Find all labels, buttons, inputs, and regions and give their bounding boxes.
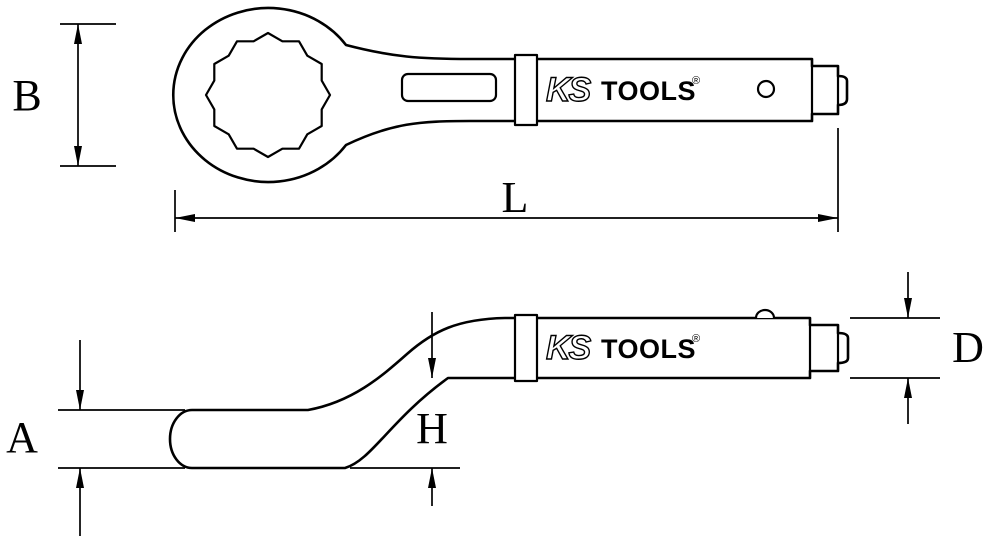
dimension-b: B <box>12 23 116 167</box>
brand-text-tools-side: TOOLS <box>601 334 696 364</box>
pin-hole <box>756 79 776 99</box>
brand-text-ks: KS <box>546 71 592 109</box>
locking-pin-bump <box>754 308 776 319</box>
handle-collar-top-view <box>513 53 539 127</box>
dim-d-label: D <box>952 323 984 372</box>
brand-registered-icon: ® <box>692 75 700 87</box>
top-view: KS TOOLS ® <box>171 6 849 184</box>
dimension-h: H <box>350 312 460 506</box>
dim-a-label: A <box>6 413 38 462</box>
wrench-side-outline <box>168 316 850 470</box>
side-view: KS TOOLS ® <box>168 308 850 470</box>
dimension-l: L <box>174 128 839 232</box>
neck-slot-cutout <box>400 72 498 103</box>
bihex-socket-opening <box>204 31 332 159</box>
wrench-top-outline <box>171 6 849 184</box>
dimension-d: D <box>850 272 984 424</box>
dim-l-label: L <box>502 173 529 222</box>
handle-collar-side-view <box>513 313 539 383</box>
dim-h-label: H <box>416 404 448 453</box>
brand-registered-icon-side: ® <box>692 333 700 345</box>
dimension-a: A <box>6 340 185 536</box>
dim-b-label: B <box>12 71 41 120</box>
brand-text-ks-side: KS <box>546 329 592 367</box>
brand-text-tools: TOOLS <box>601 76 696 106</box>
